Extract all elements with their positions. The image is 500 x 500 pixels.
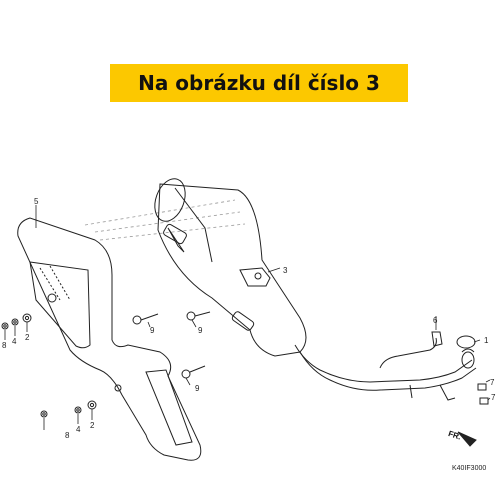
callout-4a: 4 (12, 337, 17, 346)
callout-8a: 8 (2, 341, 7, 350)
front-direction-label: FR. (447, 429, 462, 442)
front-arrow-icon (457, 431, 477, 447)
clamp-part (431, 331, 443, 347)
bolts-part (132, 311, 211, 379)
bolt-7a (477, 383, 487, 391)
callout-2a: 2 (25, 333, 30, 342)
callout-4b: 4 (76, 425, 81, 434)
callout-7b: 7 (491, 393, 496, 402)
gasket-part (456, 335, 476, 349)
callout-5: 5 (34, 197, 39, 206)
banner-text: Na obrázku díl číslo 3 (138, 71, 380, 95)
callout-3: 3 (283, 266, 288, 275)
diagram-code: K40IF3000 (452, 465, 486, 472)
callout-6: 6 (433, 316, 438, 325)
callout-9a: 9 (150, 326, 155, 335)
part-number-banner: Na obrázku díl číslo 3 (110, 64, 408, 102)
muffler-part (154, 178, 307, 357)
exhaust-pipe (294, 337, 477, 401)
fasteners-left (1, 313, 97, 418)
callout-7a: 7 (490, 378, 495, 387)
callout-1: 1 (484, 336, 489, 345)
callout-2b: 2 (90, 421, 95, 430)
callout-9c: 9 (195, 384, 200, 393)
callout-8b: 8 (65, 431, 70, 440)
bolt-7b (479, 397, 489, 405)
callout-9b: 9 (198, 326, 203, 335)
heat-shield-part (17, 217, 202, 461)
